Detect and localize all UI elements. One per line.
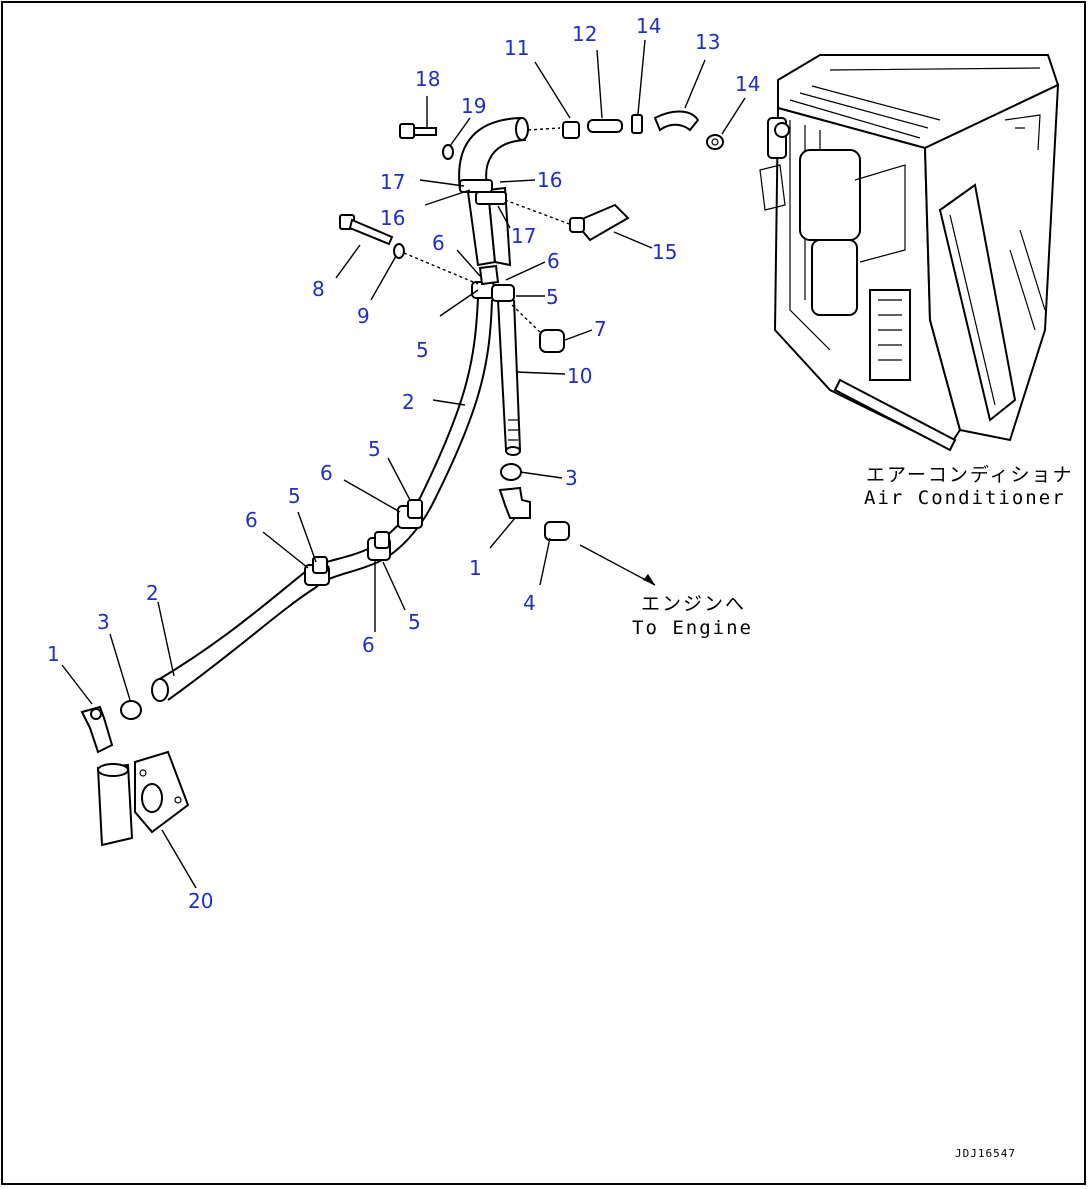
callout-16-left: 16 bbox=[380, 206, 405, 230]
callout-5-mid-top: 5 bbox=[368, 437, 381, 461]
callout-11: 11 bbox=[504, 36, 529, 60]
callout-6-upper-right: 6 bbox=[547, 249, 560, 273]
aircon-label-jp: エアーコンディショナ bbox=[866, 464, 1074, 486]
callout-18: 18 bbox=[415, 67, 440, 91]
callout-1-centre: 1 bbox=[469, 556, 482, 580]
callout-numbers: 18 19 11 12 14 13 14 17 16 16 17 15 6 6 … bbox=[47, 14, 760, 913]
upper-hose-assembly bbox=[458, 116, 529, 302]
callout-19: 19 bbox=[461, 94, 486, 118]
callout-5-mid-bottom: 5 bbox=[408, 610, 421, 634]
callout-6-mid-bottom: 6 bbox=[362, 633, 375, 657]
callout-7: 7 bbox=[594, 317, 607, 341]
spacer-7 bbox=[511, 304, 565, 353]
lower-left-fittings bbox=[80, 700, 190, 847]
callout-8: 8 bbox=[312, 277, 325, 301]
callout-3-centre: 3 bbox=[565, 466, 578, 490]
bracket-15 bbox=[504, 199, 630, 242]
drawing-number: JDJ16547 bbox=[955, 1147, 1016, 1160]
callout-5-upper-right: 5 bbox=[546, 285, 559, 309]
captions: エアーコンディショナ Air Conditioner エンジンへ To Engi… bbox=[632, 464, 1074, 1160]
air-conditioner-unit bbox=[759, 54, 1060, 452]
engine-label-jp: エンジンへ bbox=[641, 593, 746, 615]
callout-17-right: 17 bbox=[511, 224, 536, 248]
callout-6-left: 6 bbox=[245, 508, 258, 532]
callout-15: 15 bbox=[652, 240, 677, 264]
callout-3-lower: 3 bbox=[97, 610, 110, 634]
callout-14-right: 14 bbox=[735, 72, 760, 96]
callout-14-top: 14 bbox=[636, 14, 661, 38]
callout-10: 10 bbox=[567, 364, 592, 388]
hose-2-upper bbox=[419, 297, 493, 506]
aircon-label-en: Air Conditioner bbox=[864, 487, 1066, 509]
callout-20: 20 bbox=[188, 889, 213, 913]
callout-5-upper-left: 5 bbox=[416, 338, 429, 362]
callout-6-upper-left: 6 bbox=[432, 231, 445, 255]
callout-12: 12 bbox=[572, 22, 597, 46]
callout-1-lower: 1 bbox=[47, 642, 60, 666]
callout-5-mid-left: 5 bbox=[288, 484, 301, 508]
callout-9: 9 bbox=[357, 304, 370, 328]
hose-10 bbox=[497, 299, 521, 456]
callout-2-lower: 2 bbox=[146, 581, 159, 605]
leader-lines bbox=[61, 39, 746, 889]
callout-13: 13 bbox=[695, 30, 720, 54]
engine-label-en: To Engine bbox=[632, 617, 753, 639]
callout-4: 4 bbox=[523, 591, 536, 615]
callout-6-mid-top: 6 bbox=[320, 461, 333, 485]
hose-2-lower bbox=[151, 497, 433, 702]
callout-2-upper: 2 bbox=[402, 390, 415, 414]
upper-fittings bbox=[527, 110, 724, 150]
callout-16-right: 16 bbox=[537, 168, 562, 192]
bolts bbox=[339, 123, 479, 285]
callout-17-left: 17 bbox=[380, 170, 405, 194]
